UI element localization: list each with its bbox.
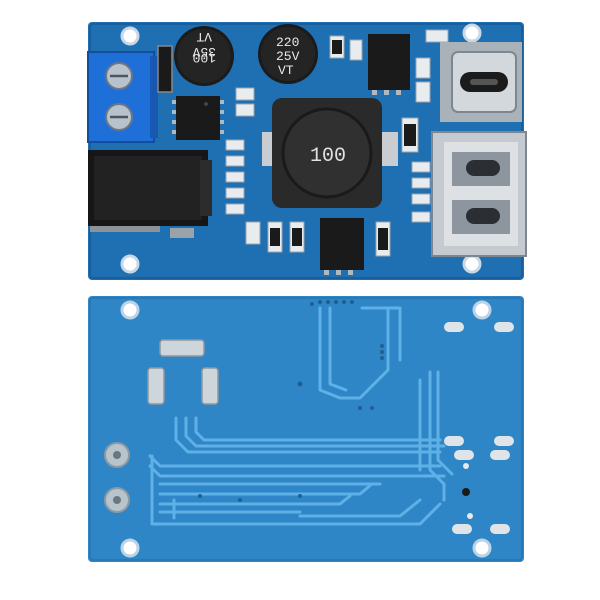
- usb-c-port: [440, 42, 522, 122]
- screw-terminal: [87, 51, 158, 143]
- capacitor-right: 220 25V VT: [258, 24, 318, 84]
- back-solder-pads: [104, 322, 514, 534]
- capacitor-left: 100 35V VT: [174, 26, 234, 86]
- front-board: 100 35V VT 220 25V VT: [87, 22, 527, 280]
- capacitor-left-text-3: VT: [196, 29, 212, 44]
- capacitor-right-text-3: VT: [278, 63, 294, 78]
- capacitor-right-text-2: 25V: [276, 49, 300, 64]
- capacitor-left-text-2: 35V: [192, 44, 216, 59]
- inductor-text: 100: [310, 145, 346, 168]
- inductor: 100: [262, 98, 398, 208]
- usb-a-port: [431, 131, 527, 257]
- capacitor-left-text-1: 100: [193, 50, 216, 65]
- back-mounting-holes: [120, 300, 492, 558]
- back-vias: [198, 300, 384, 502]
- back-traces: [148, 306, 454, 526]
- back-board: [88, 296, 524, 562]
- capacitor-right-text-1: 220: [276, 35, 299, 50]
- smd-components: [225, 29, 449, 257]
- dc-barrel-jack: [88, 150, 212, 238]
- ic-chips: [172, 34, 410, 275]
